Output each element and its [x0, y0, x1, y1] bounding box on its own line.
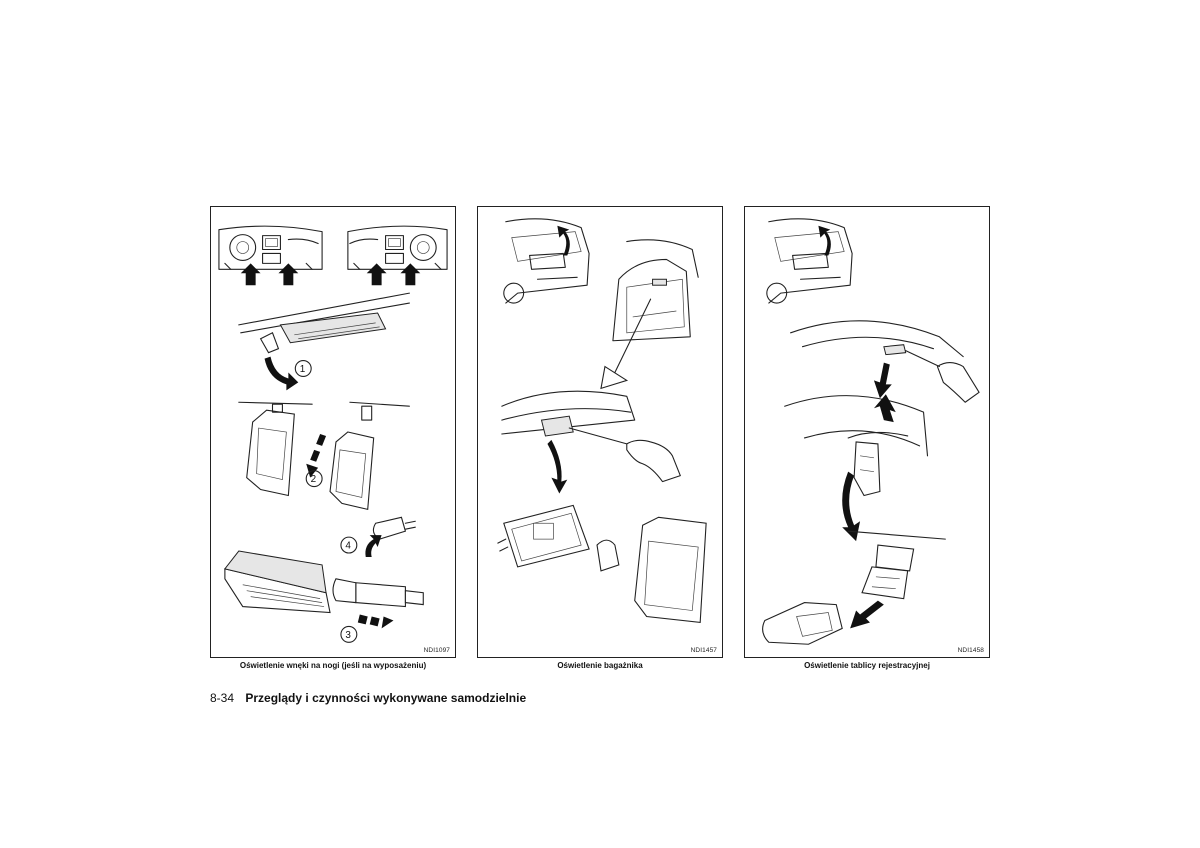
luggage-light-illustration — [497, 218, 707, 624]
open-boot-illustration — [612, 239, 699, 342]
step-number: 2 — [311, 474, 317, 485]
footwell-light-illustration: 1 2 4 3 — [218, 225, 448, 643]
tailgate-lower-edge — [784, 320, 980, 457]
figure-license-plate-light: NDI1458 — [744, 206, 990, 658]
dashboard-rhd-illustration — [347, 225, 448, 270]
curved-arrow-up-icon — [365, 535, 382, 557]
section-title: Przeglądy i czynności wykonywane samodzi… — [245, 691, 527, 705]
page-footer: 8-34 Przeglądy i czynności wykonywane sa… — [210, 691, 526, 705]
figure-code: NDI1097 — [423, 647, 450, 654]
dashed-arrow-down-icon — [306, 433, 327, 478]
arrow-up-icon — [400, 263, 421, 286]
trim-panel-with-lamp — [501, 390, 681, 483]
license-plate-light-illustration — [762, 218, 980, 645]
figure-caption: Oświetlenie bagażnika — [557, 661, 643, 670]
figure-luggage-light: NDI1457 — [477, 206, 723, 658]
arrow-up-icon — [366, 263, 387, 286]
lamp-housing-removed — [238, 401, 410, 511]
curved-arrow-up-icon — [557, 225, 570, 256]
socket-and-bulb — [762, 530, 946, 645]
curved-arrow-icon — [264, 356, 299, 391]
step-number: 1 — [300, 364, 306, 375]
footwell-lamp-in-panel — [238, 292, 410, 354]
figure-caption: Oświetlenie tablicy rejestracyjnej — [804, 661, 930, 670]
arrow-down-left-icon — [850, 600, 884, 629]
figure-code: NDI1458 — [957, 647, 984, 654]
arrow-up-icon — [873, 394, 896, 423]
car-rear-illustration — [503, 218, 590, 304]
curved-arrow-down-icon — [547, 439, 568, 494]
figure-footwell-light: 1 2 4 3 N — [210, 206, 456, 658]
car-rear-illustration — [766, 218, 853, 304]
arrow-up-icon — [240, 263, 261, 286]
arrow-down-icon — [873, 362, 892, 399]
step-number: 3 — [345, 630, 351, 641]
figure-caption: Oświetlenie wnęki na nogi (jeśli na wypo… — [239, 661, 427, 670]
lamp-parts-removed — [497, 504, 707, 624]
curved-arrow-up-icon — [818, 225, 831, 256]
step-number: 4 — [345, 541, 351, 552]
dashboard-lhd-illustration — [218, 225, 323, 270]
page-number: 8-34 — [210, 691, 235, 705]
curved-arrow-down-icon — [842, 471, 861, 542]
arrow-up-icon — [278, 263, 299, 286]
figure-code: NDI1457 — [690, 647, 717, 654]
dashed-arrow-right-icon — [357, 614, 394, 629]
lamp-lens-and-bulb — [224, 516, 424, 614]
